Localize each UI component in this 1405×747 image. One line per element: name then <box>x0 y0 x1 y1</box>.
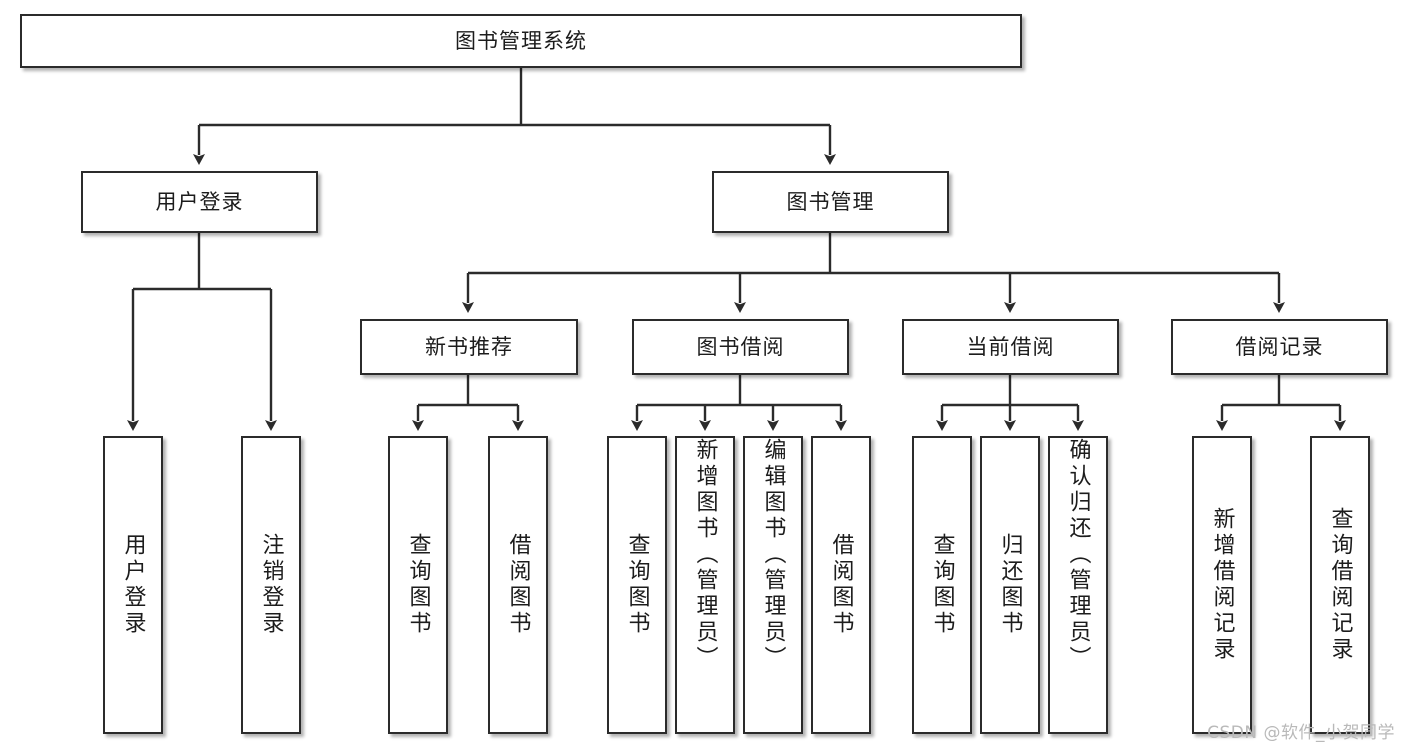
leaf-label: 查询图书 <box>405 533 431 637</box>
leaf-label: 归还图书 <box>997 533 1023 637</box>
node-root-label: 图书管理系统 <box>455 28 587 53</box>
leaf-book-borrow-add[interactable]: 新增图书（管理员） <box>675 436 735 734</box>
node-user-login[interactable]: 用户登录 <box>81 171 318 233</box>
leaf-book-borrow-edit[interactable]: 编辑图书（管理员） <box>743 436 803 734</box>
leaf-label: 编辑图书（管理员） <box>760 438 786 672</box>
leaf-borrow-record-query[interactable]: 查询借阅记录 <box>1310 436 1370 734</box>
node-new-book-recommend-label: 新书推荐 <box>425 334 513 359</box>
leaf-current-borrow-return[interactable]: 归还图书 <box>980 436 1040 734</box>
node-book-borrow[interactable]: 图书借阅 <box>632 319 849 375</box>
node-book-management[interactable]: 图书管理 <box>712 171 949 233</box>
node-borrow-record-label: 借阅记录 <box>1235 334 1324 359</box>
leaf-label: 借阅图书 <box>505 533 531 637</box>
leaf-label: 注销登录 <box>258 533 284 637</box>
leaf-new-book-borrow[interactable]: 借阅图书 <box>488 436 548 734</box>
leaf-label: 新增借阅记录 <box>1209 507 1235 663</box>
leaf-label: 查询图书 <box>624 533 650 637</box>
leaf-label: 查询借阅记录 <box>1327 507 1353 663</box>
node-book-borrow-label: 图书借阅 <box>696 334 785 359</box>
node-root[interactable]: 图书管理系统 <box>20 14 1022 68</box>
leaf-book-borrow-query[interactable]: 查询图书 <box>607 436 667 734</box>
leaf-label: 查询图书 <box>929 533 955 637</box>
leaf-current-borrow-query[interactable]: 查询图书 <box>912 436 972 734</box>
csdn-watermark: CSDN @软件_小贺同学 <box>1207 723 1395 743</box>
leaf-label: 新增图书（管理员） <box>692 438 718 672</box>
node-current-borrow-label: 当前借阅 <box>966 334 1055 359</box>
node-user-login-label: 用户登录 <box>155 189 244 214</box>
leaf-label: 用户登录 <box>120 533 146 637</box>
node-current-borrow[interactable]: 当前借阅 <box>902 319 1119 375</box>
node-new-book-recommend[interactable]: 新书推荐 <box>360 319 578 375</box>
leaf-book-borrow-borrow[interactable]: 借阅图书 <box>811 436 871 734</box>
leaf-current-borrow-confirm-return[interactable]: 确认归还（管理员） <box>1048 436 1108 734</box>
node-book-management-label: 图书管理 <box>786 189 875 214</box>
leaf-label: 确认归还（管理员） <box>1065 438 1091 672</box>
node-borrow-record[interactable]: 借阅记录 <box>1171 319 1388 375</box>
leaf-user-login-logout[interactable]: 注销登录 <box>241 436 301 734</box>
leaf-label: 借阅图书 <box>828 533 854 637</box>
leaf-user-login-login[interactable]: 用户登录 <box>103 436 163 734</box>
leaf-borrow-record-add[interactable]: 新增借阅记录 <box>1192 436 1252 734</box>
leaf-new-book-query[interactable]: 查询图书 <box>388 436 448 734</box>
